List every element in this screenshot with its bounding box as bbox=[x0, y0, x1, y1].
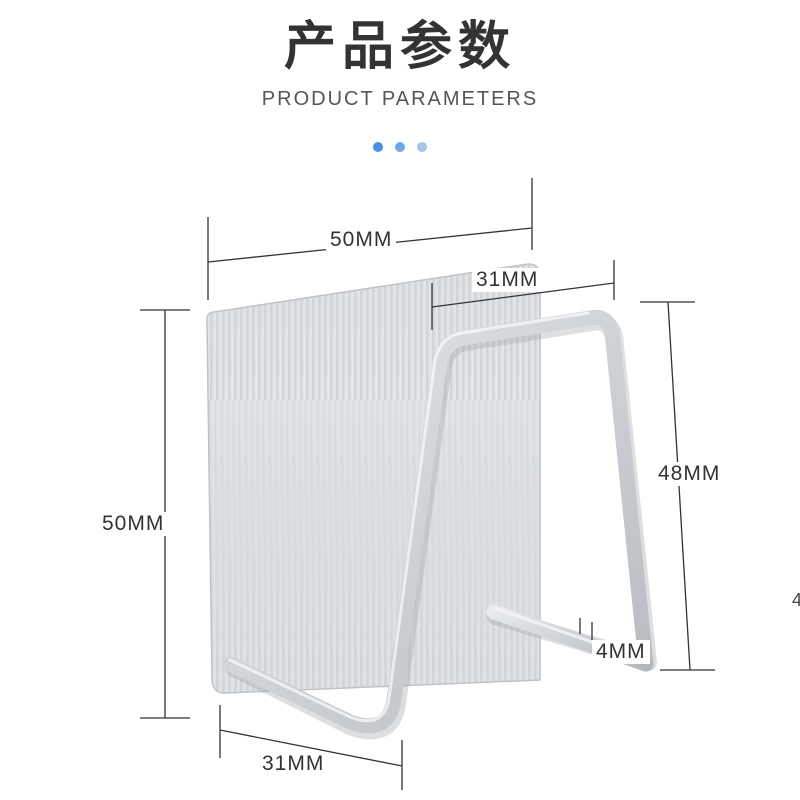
decorative-dots bbox=[0, 142, 800, 152]
dot-1 bbox=[373, 142, 383, 152]
dim-label-hook-height: 48MM bbox=[654, 462, 725, 486]
dim-label-plate-height: 50MM bbox=[98, 512, 169, 536]
edge-mark: 4 bbox=[792, 590, 800, 610]
dim-label-top-depth: 31MM bbox=[472, 268, 543, 292]
dim-label-plate-width: 50MM bbox=[326, 228, 397, 252]
dim-label-bottom-depth: 31MM bbox=[258, 752, 329, 776]
page-title-en: PRODUCT PARAMETERS bbox=[261, 88, 539, 110]
dot-2 bbox=[395, 142, 405, 152]
dot-3 bbox=[417, 142, 427, 152]
dim-label-wire-diameter: 4MM bbox=[592, 640, 650, 664]
page-title-cn: 产品参数 bbox=[283, 17, 516, 77]
adhesive-plate bbox=[206, 263, 541, 694]
